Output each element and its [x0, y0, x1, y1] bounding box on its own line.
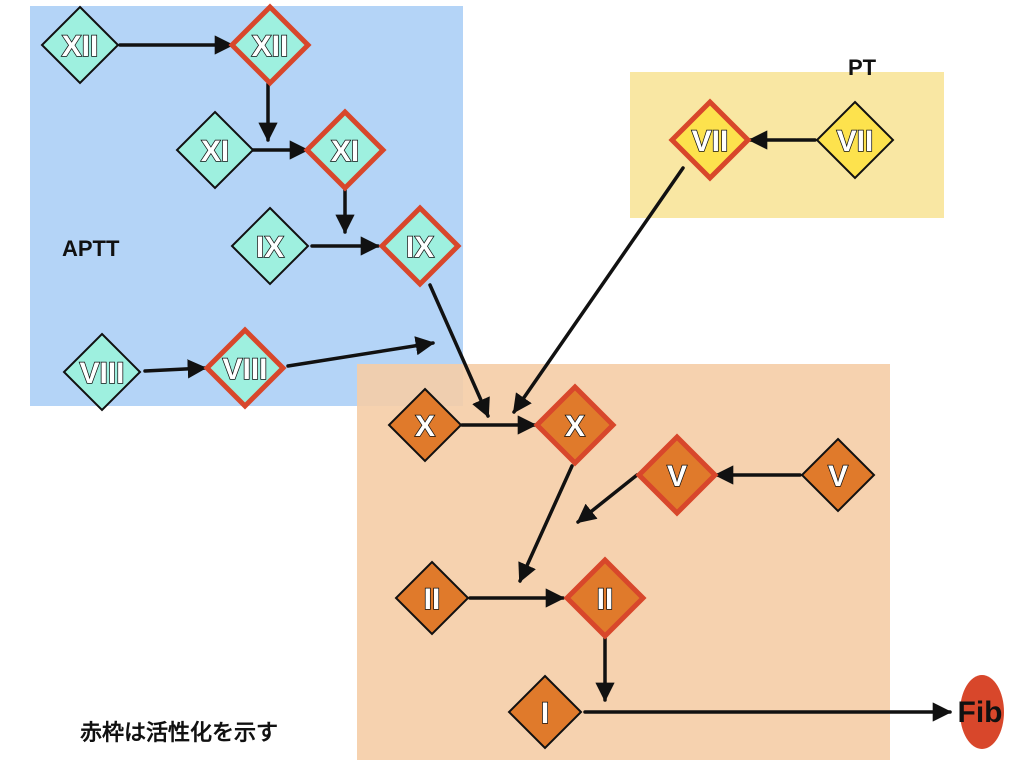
factor-node-v_in: V [800, 437, 876, 513]
factor-label: VII [837, 125, 874, 158]
active-factor-diamond [228, 3, 312, 87]
inactive-factor-diamond [62, 332, 142, 412]
arrow-viii_in-to-viii_act [143, 359, 207, 379]
inactive-factor-diamond [230, 206, 310, 286]
arrow-ix_act-to-x_act [428, 283, 490, 418]
arrow-v_act-to-cofactor_v [576, 473, 639, 524]
arrow-viii_act-to-cofactor_viii [286, 336, 435, 368]
active-factor-diamond [533, 383, 617, 467]
factor-label: XI [201, 135, 229, 168]
factor-node-viii_act: VIII [203, 326, 287, 410]
active-factor-diamond [668, 98, 752, 182]
factor-label: X [415, 410, 435, 443]
factor-node-viii_in: VIII [62, 332, 142, 412]
factor-label: IX [406, 231, 434, 264]
legend-note: 赤枠は活性化を示す [80, 721, 279, 746]
active-factor-diamond [378, 204, 462, 288]
factor-label: II [597, 583, 614, 616]
active-factor-diamond [563, 556, 647, 640]
inactive-factor-diamond [175, 110, 255, 190]
factor-node-vii_act: VII [668, 98, 752, 182]
arrow-vii_act-to-x_act [512, 166, 685, 414]
factor-label: I [541, 697, 549, 730]
fibrin-node: Fib [958, 675, 1004, 749]
active-factor-diamond [635, 433, 719, 517]
inactive-factor-diamond [387, 387, 463, 463]
factor-label: VIII [79, 357, 124, 390]
factor-label: XII [252, 30, 289, 63]
factor-node-xi_act: XI [303, 108, 387, 192]
inactive-factor-diamond [815, 100, 895, 180]
inactive-factor-diamond [394, 560, 470, 636]
factor-node-i_in: I [507, 674, 583, 750]
factor-label: II [424, 583, 441, 616]
factor-label: V [828, 460, 848, 493]
factor-node-ix_in: IX [230, 206, 310, 286]
inactive-factor-diamond [40, 5, 120, 85]
factor-label: V [667, 460, 687, 493]
factor-node-vii_in: VII [815, 100, 895, 180]
active-factor-diamond [203, 326, 287, 410]
factor-label: IX [256, 231, 284, 264]
factor-node-xii_act: XII [228, 3, 312, 87]
factor-node-x_in: X [387, 387, 463, 463]
aptt-label: APTT [62, 236, 120, 261]
factor-label: VII [692, 125, 729, 158]
factor-node-x_act: X [533, 383, 617, 467]
factor-label: X [565, 410, 585, 443]
inactive-factor-diamond [800, 437, 876, 513]
factor-node-ix_act: IX [378, 204, 462, 288]
factor-node-v_act: V [635, 433, 719, 517]
pt-label: PT [848, 55, 877, 80]
factor-label: VIII [222, 353, 267, 386]
factor-node-ii_in: II [394, 560, 470, 636]
active-factor-diamond [303, 108, 387, 192]
arrow-x_act-to-ii_act [518, 464, 574, 583]
factor-node-xii_in: XII [40, 5, 120, 85]
factor-node-xi_in: XI [175, 110, 255, 190]
fibrin-label: Fib [958, 696, 1003, 729]
factor-label: XII [62, 30, 99, 63]
fibrin-ellipse [960, 675, 1004, 749]
factor-node-ii_act: II [563, 556, 647, 640]
inactive-factor-diamond [507, 674, 583, 750]
factor-label: XI [331, 135, 359, 168]
